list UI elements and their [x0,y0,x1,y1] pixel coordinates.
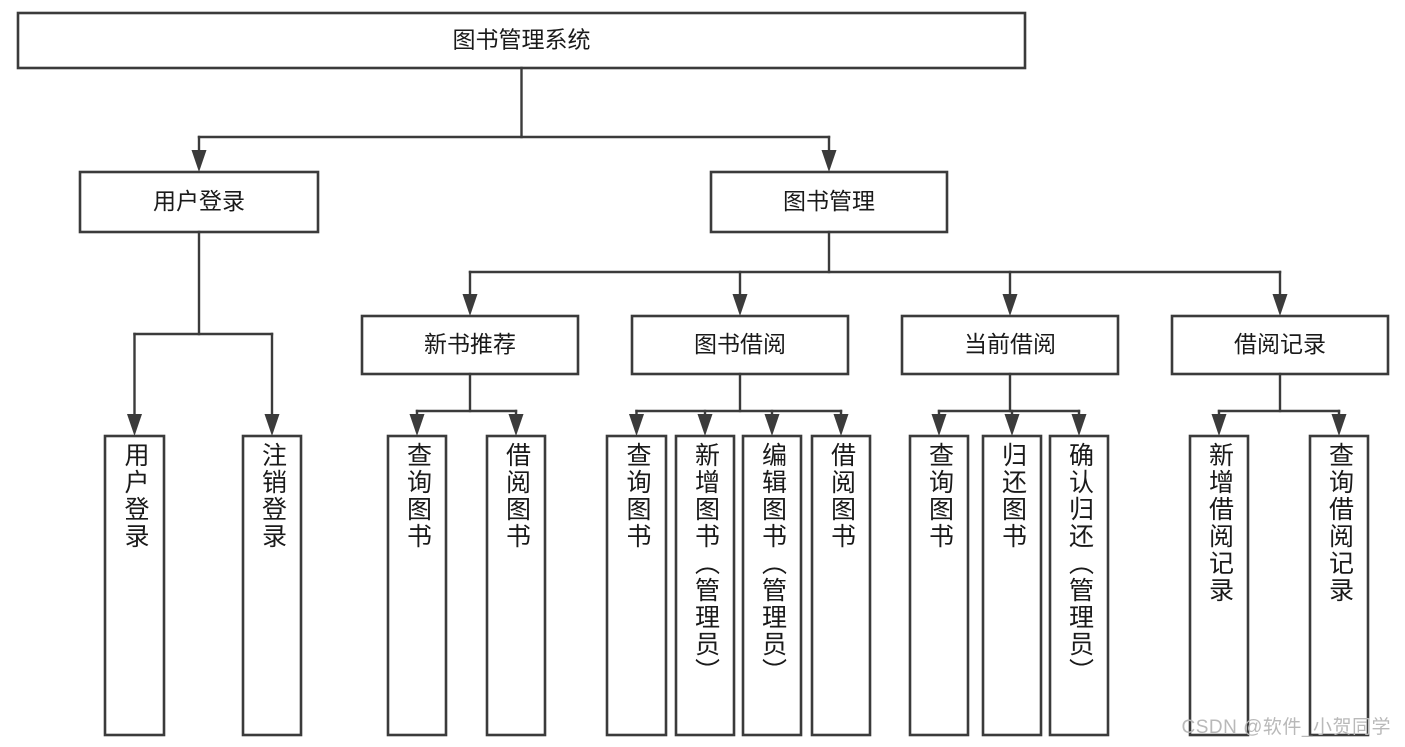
arrow-head-icon [1004,414,1020,436]
node-leaf[interactable] [908,434,970,737]
arrow-head-icon [127,414,142,436]
arrow-head-icon [508,414,524,436]
arrow-head-icon [821,150,837,172]
node-leaf[interactable] [241,434,303,737]
arrow-head-icon [264,414,280,436]
node-leaf[interactable] [1308,434,1370,737]
node-level3-label-2: 当前借阅 [964,331,1056,357]
node-level3-label-0: 新书推荐 [424,331,516,357]
node-leaf[interactable] [103,434,166,737]
node-leaf[interactable] [485,434,547,737]
arrow-head-icon [1071,414,1087,436]
arrow-head-icon [833,414,849,436]
node-level2-label-1: 图书管理 [783,188,875,214]
node-leaf[interactable] [1048,434,1110,737]
node-leaf[interactable] [741,434,803,737]
node-leaf[interactable] [605,434,668,737]
watermark-text: CSDN @软件_小贺同学 [1181,717,1391,738]
node-level3-label-3: 借阅记录 [1234,331,1326,357]
node-level3-1[interactable] [630,314,850,376]
node-leaf[interactable] [1188,434,1250,737]
arrow-head-icon [732,294,748,316]
arrow-head-icon [191,150,207,172]
node-level2-1[interactable] [709,170,949,234]
arrow-head-icon [1211,414,1227,436]
arrow-head-icon [409,414,425,436]
node-root-label: 图书管理系统 [453,27,591,53]
node-level2-0[interactable] [78,170,320,234]
node-leaf[interactable] [810,434,872,737]
node-leaf[interactable] [386,434,448,737]
arrow-head-icon [697,414,713,436]
node-leaf[interactable] [674,434,736,737]
arrow-head-icon [629,414,644,436]
node-root[interactable] [16,11,1027,70]
arrow-head-icon [462,294,478,316]
arrow-head-icon [1002,294,1018,316]
arrow-head-icon [1272,294,1288,316]
arrow-head-icon [764,414,780,436]
node-level3-label-1: 图书借阅 [694,331,786,357]
node-leaf[interactable] [981,434,1043,737]
node-level3-3[interactable] [1170,314,1390,376]
arrow-head-icon [931,414,947,436]
node-level2-label-0: 用户登录 [153,188,245,214]
arrow-head-icon [1331,414,1347,436]
